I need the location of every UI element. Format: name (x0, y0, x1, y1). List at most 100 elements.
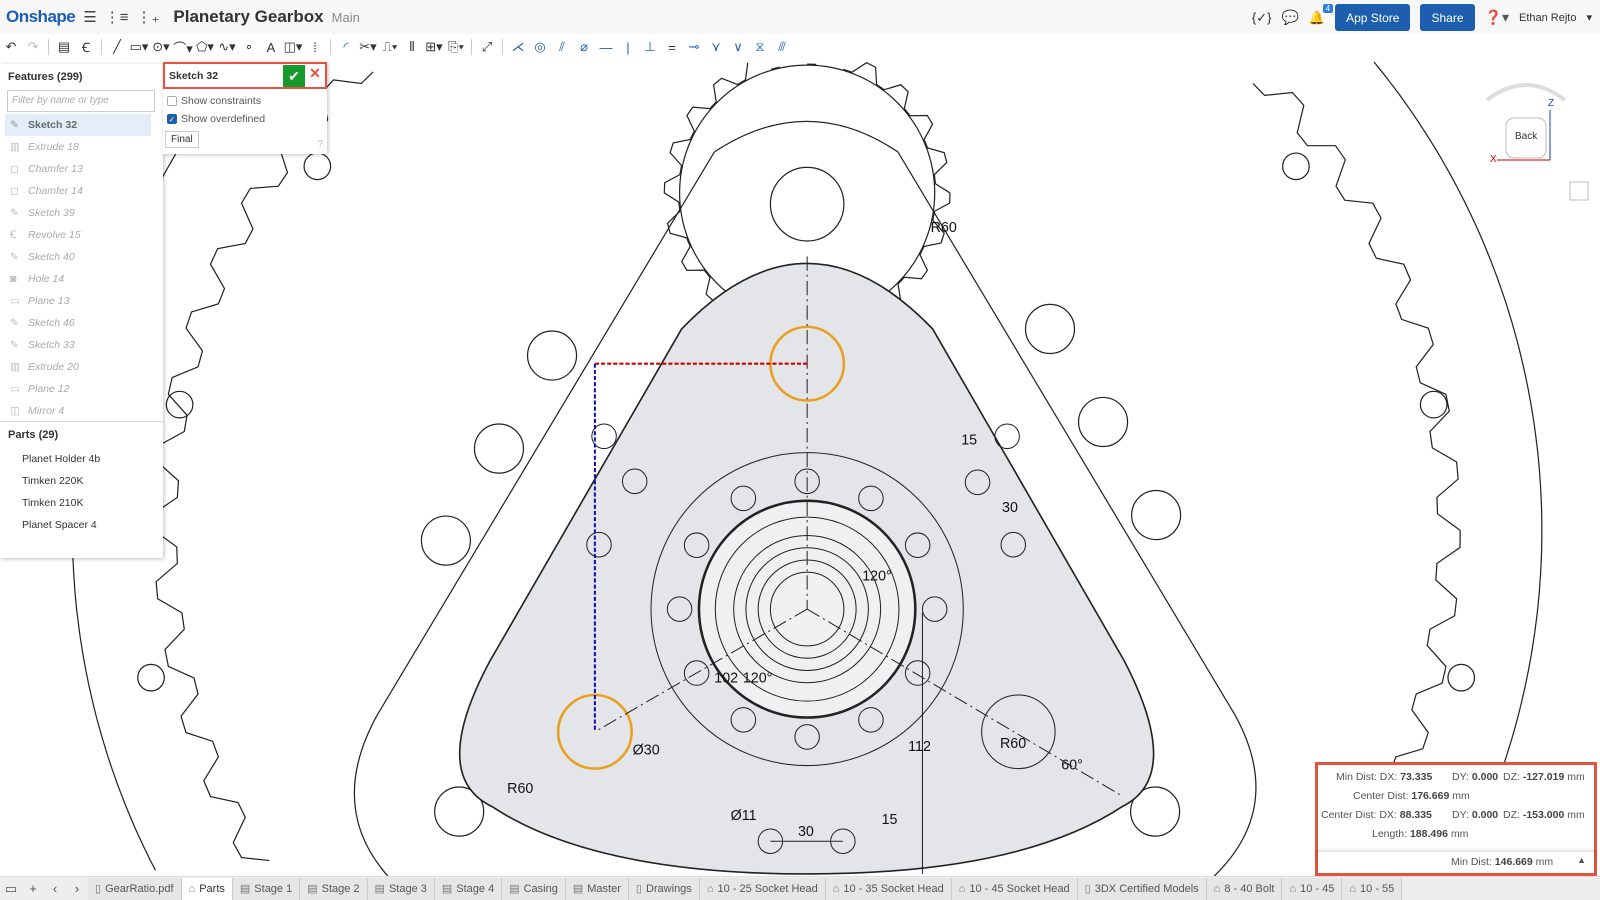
help-icon[interactable]: ? (317, 139, 323, 150)
final-button[interactable]: Final (165, 131, 199, 148)
view-cube[interactable]: Back Z X (1462, 70, 1592, 210)
document-tab[interactable]: ⌂8 - 40 Bolt (1206, 877, 1283, 900)
feature-item[interactable]: ▭Plane 13 (0, 290, 163, 312)
document-tab[interactable]: ▯3DX Certified Models (1077, 877, 1207, 900)
notifications-icon[interactable]: 🔔4 (1309, 3, 1334, 26)
document-tab[interactable]: ▤Stage 3 (367, 877, 435, 900)
dim-30-a[interactable]: 30 (1002, 500, 1018, 516)
tangent-icon[interactable]: ⌀ (580, 39, 588, 54)
parallel-icon[interactable]: ⫽ (559, 39, 565, 54)
document-tab[interactable]: ⌂10 - 45 Socket Head (951, 877, 1078, 900)
document-tab[interactable]: ▯GearRatio.pdf (88, 877, 182, 900)
perpendicular-icon[interactable]: ⊥ (644, 39, 656, 54)
construction-icon[interactable]: ◫▾ (283, 39, 303, 54)
arc-icon[interactable]: ⌒▾ (173, 40, 193, 56)
accept-button[interactable]: ✔ (283, 64, 305, 87)
fillet-icon[interactable]: ◜ (343, 39, 349, 54)
feature-item[interactable]: ✎Sketch 33 (0, 334, 163, 356)
feature-item[interactable]: ◻Chamfer 14 (0, 180, 163, 202)
dim-102[interactable]: 102 (714, 671, 738, 687)
equal-icon[interactable]: = (668, 39, 676, 55)
text-icon[interactable]: A (266, 39, 276, 55)
sketch-name-input[interactable]: Sketch 32 (169, 69, 219, 82)
dim-30-c[interactable]: 30 (798, 824, 814, 840)
add-tab-icon[interactable]: + (29, 881, 37, 896)
document-tab[interactable]: ⌂10 - 55 (1342, 877, 1403, 900)
spline-icon[interactable]: ∿▾ (218, 39, 236, 54)
dim-15-b[interactable]: 15 (882, 812, 898, 828)
concentric-icon[interactable]: ◎ (534, 39, 546, 54)
home-view-icon[interactable] (1569, 181, 1589, 201)
sketch-canvas[interactable]: R60 15 30 120° 120° 102 Ø30 R60 R60 60° … (0, 60, 1600, 876)
variables-icon[interactable]: {✓} (1251, 9, 1272, 25)
midline-icon[interactable]: ⁞ (313, 39, 317, 55)
feature-item[interactable]: ▥Extrude 18 (0, 136, 163, 158)
document-tab[interactable]: ▯Drawings (628, 877, 700, 900)
feature-item[interactable]: ▭Plane 12 (0, 378, 163, 400)
document-tab[interactable]: ▤Stage 4 (434, 877, 503, 900)
document-tab[interactable]: ⌂10 - 35 Socket Head (825, 877, 952, 900)
normal-icon[interactable]: ⋎ (711, 39, 721, 54)
dim-r60-right[interactable]: R60 (1000, 736, 1026, 752)
document-tab[interactable]: ▤Stage 1 (232, 877, 301, 900)
dim-dia30[interactable]: Ø30 (633, 742, 660, 758)
dim-112[interactable]: 112 (908, 739, 931, 755)
mirror-icon[interactable]: ⫴ (409, 39, 415, 54)
feature-item[interactable]: ▥Extrude 20 (0, 356, 163, 378)
feature-item[interactable]: ◙Hole 14 (0, 268, 163, 290)
polygon-icon[interactable]: ⬠▾ (196, 39, 214, 54)
dim-15-a[interactable]: 15 (961, 432, 977, 448)
vertical-icon[interactable]: | (626, 39, 630, 55)
chevron-down-icon[interactable]: ▾ (1586, 12, 1592, 24)
feature-item[interactable]: ◻Chamfer 13 (0, 158, 163, 180)
fix-icon[interactable]: ⫻ (778, 39, 786, 54)
comments-icon[interactable]: 💬 (1281, 9, 1299, 25)
pattern-icon[interactable]: ⊞▾ (425, 39, 443, 54)
symmetric-icon[interactable]: ⧖ (755, 39, 765, 54)
feature-list[interactable]: ✎Sketch 32▥Extrude 18◻Chamfer 13◻Chamfer… (0, 112, 163, 422)
offset-icon[interactable]: ⎍▾ (382, 39, 398, 54)
redo-icon[interactable]: ↷ (27, 39, 39, 54)
trim-icon[interactable]: ✂▾ (359, 39, 377, 54)
dim-r60-left[interactable]: R60 (507, 781, 533, 797)
document-tab[interactable]: ▤Master (565, 877, 629, 900)
cancel-button[interactable]: ✕ (309, 64, 321, 81)
help-icon[interactable]: ❓▾ (1484, 9, 1509, 25)
horizontal-icon[interactable]: — (599, 39, 613, 55)
feature-list-icon[interactable]: ⋮≡ (104, 9, 129, 26)
user-menu[interactable]: Ethan Rejto (1518, 11, 1577, 24)
feature-item[interactable]: ✎Sketch 32 (5, 114, 151, 136)
document-tab[interactable]: ⌂10 - 25 Socket Head (699, 877, 826, 900)
dim-60-deg[interactable]: 60° (1061, 758, 1083, 774)
part-item[interactable]: Planet Holder 4b (22, 453, 101, 465)
dimension-icon[interactable]: ⤢ (481, 39, 493, 54)
insert-icon[interactable]: ⋮₊ (136, 9, 160, 26)
onshape-logo[interactable]: Onshape (6, 7, 76, 26)
measurement-footer[interactable]: Min Dist: 146.669 mm ▲ (1318, 851, 1594, 873)
scroll-left-icon[interactable]: ‹ (52, 881, 58, 896)
view-cube-face[interactable] (1505, 117, 1547, 159)
sketch-icon[interactable]: ▤ (57, 39, 71, 54)
feature-item[interactable]: ✎Sketch 46 (0, 312, 163, 334)
dxf-import-icon[interactable]: ⎘▾ (448, 39, 464, 54)
use-icon[interactable]: Ꞓ (82, 40, 90, 55)
workspace-name[interactable]: Main (331, 9, 360, 25)
point-icon[interactable]: ∘ (244, 39, 254, 54)
midpoint-icon[interactable]: ⊸ (688, 39, 700, 54)
show-overdefined-checkbox[interactable]: ✓Show overdefined (167, 113, 266, 125)
circle-icon[interactable]: ⊙▾ (152, 39, 170, 54)
dim-120-b[interactable]: 120° (743, 671, 773, 687)
line-icon[interactable]: ╱ (113, 39, 121, 54)
scroll-right-icon[interactable]: › (74, 881, 80, 896)
app-store-button[interactable]: App Store (1335, 4, 1411, 31)
feature-filter-input[interactable]: Filter by name or type (7, 90, 155, 112)
part-item[interactable]: Planet Spacer 4 (22, 519, 97, 531)
feature-item[interactable]: ✎Sketch 39 (0, 202, 163, 224)
expand-icon[interactable]: ▲ (1577, 855, 1586, 865)
menu-icon[interactable]: ☰ (83, 9, 97, 26)
document-tab[interactable]: ⌂Parts (181, 877, 233, 900)
dim-120-a[interactable]: 120° (862, 568, 892, 584)
pierce-icon[interactable]: ∨ (733, 39, 743, 54)
document-tab[interactable]: ▤Stage 2 (300, 877, 368, 900)
